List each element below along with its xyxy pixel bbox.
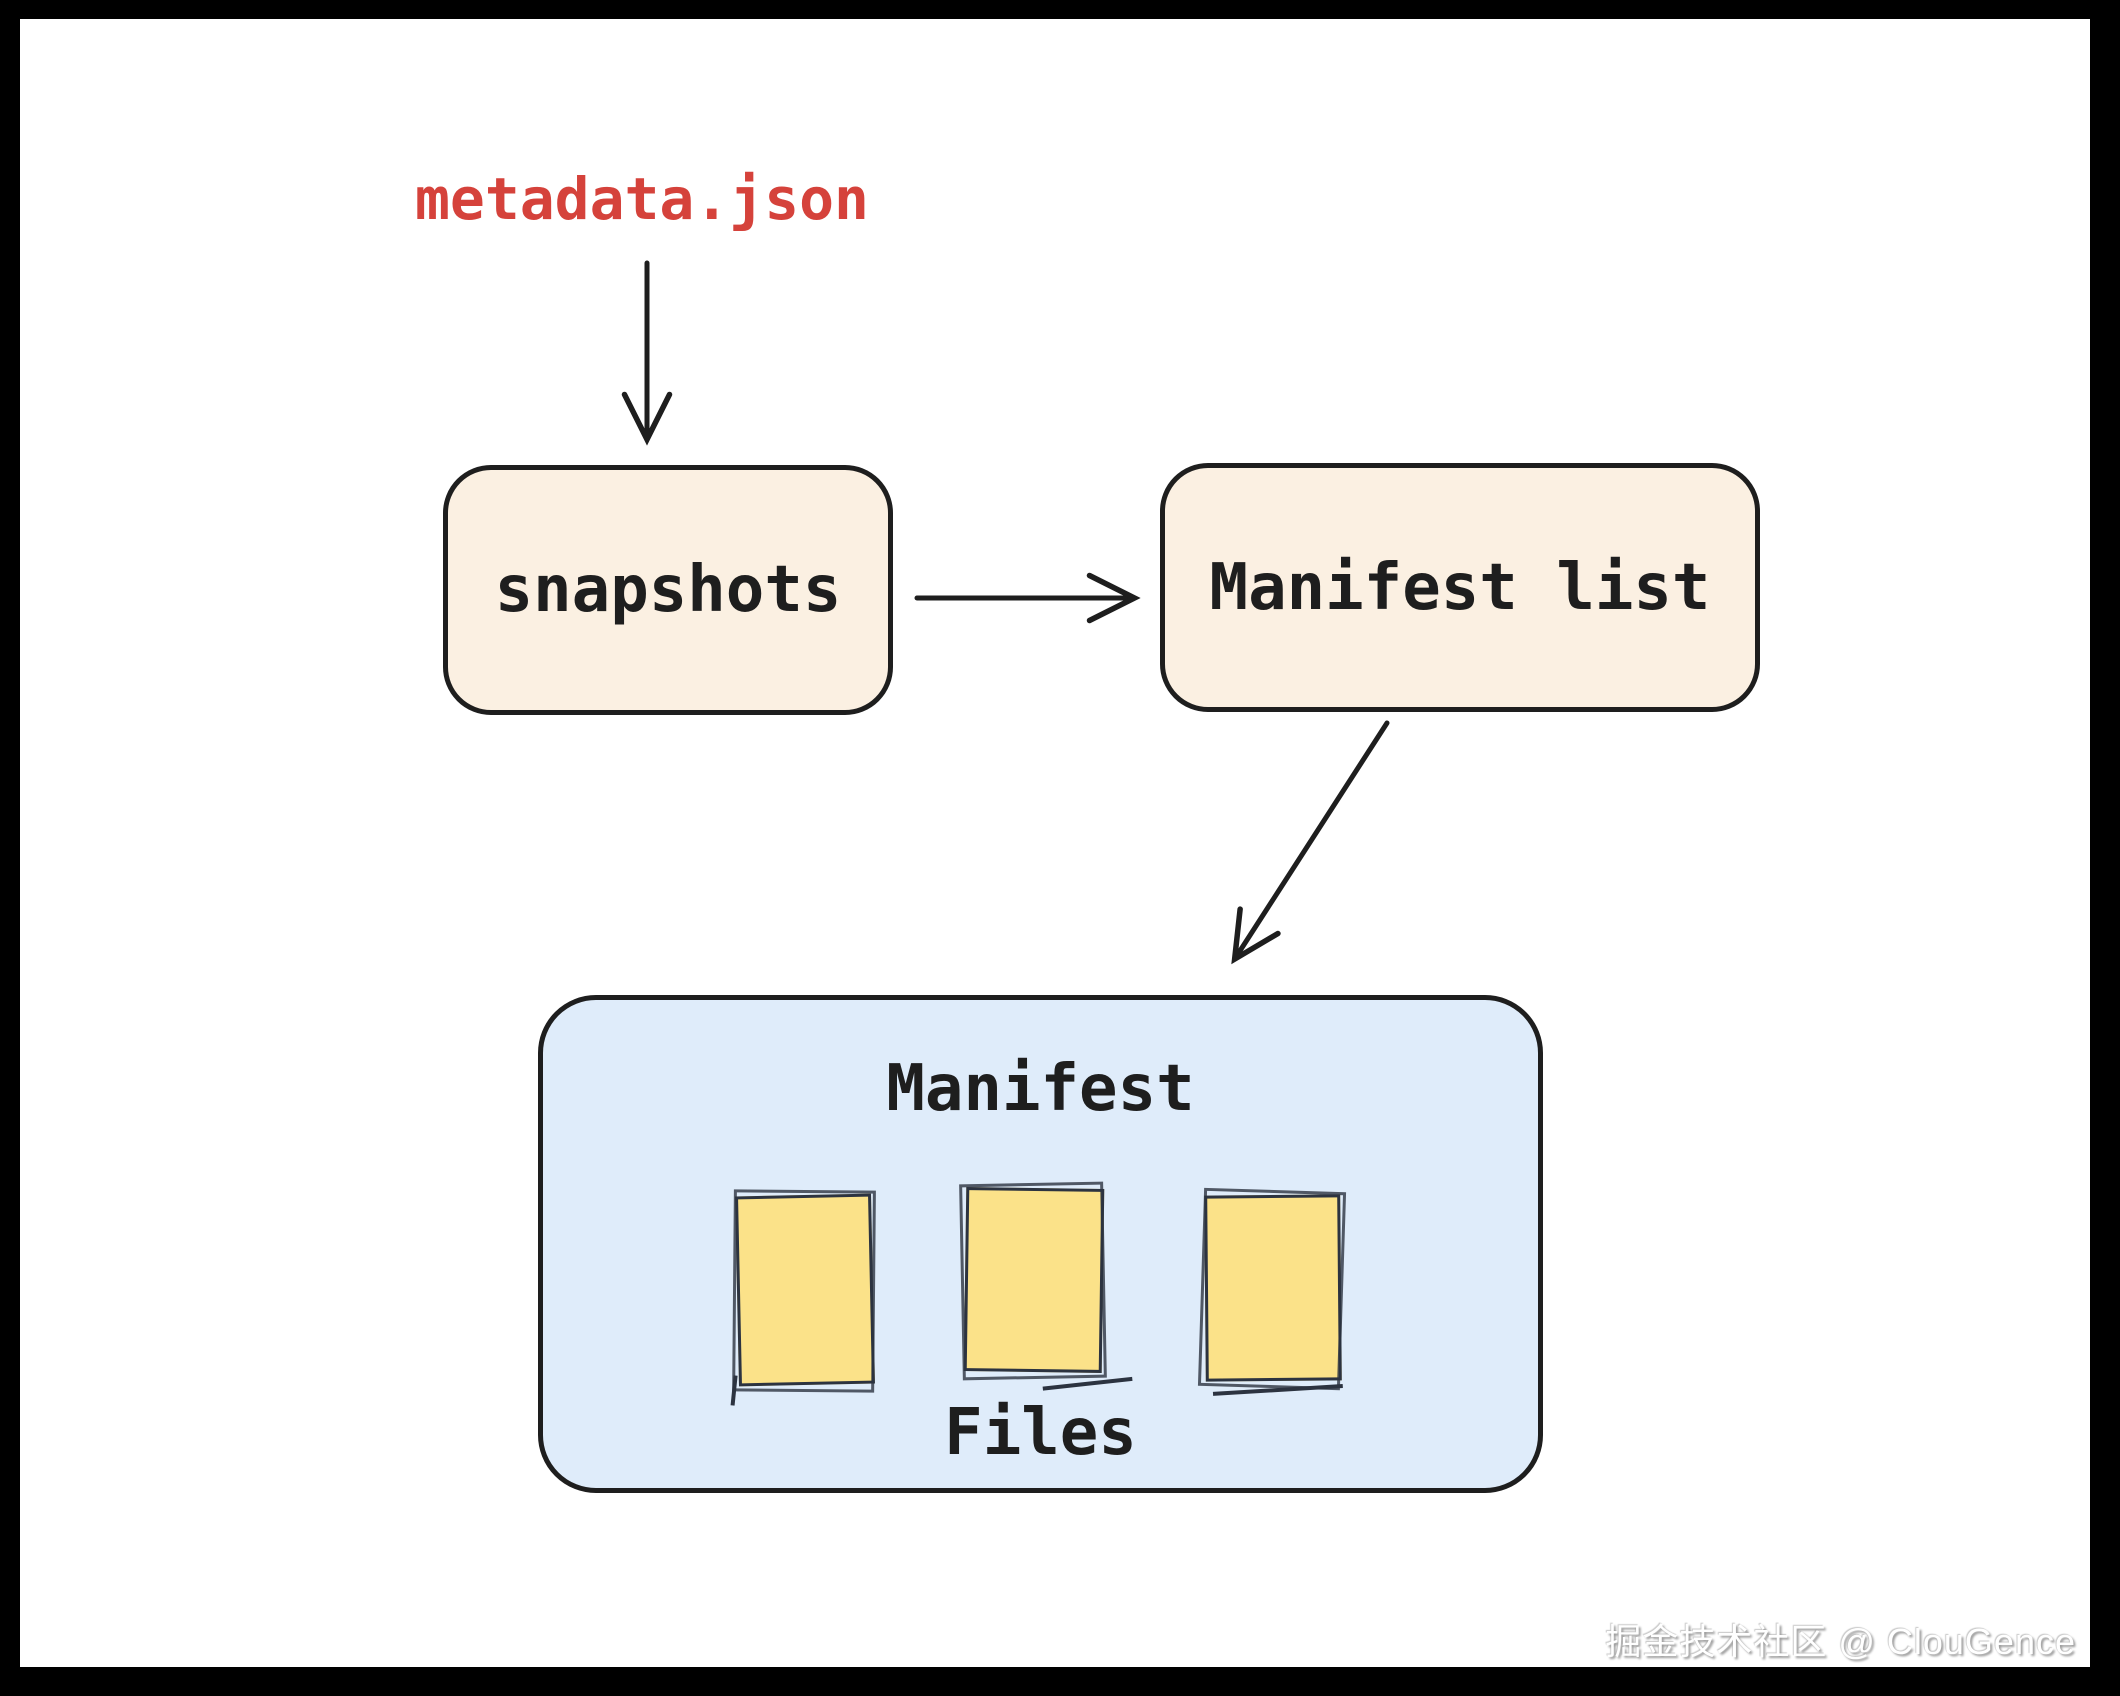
manifest-node: Manifest Files bbox=[538, 995, 1543, 1493]
metadata-json-label: metadata.json bbox=[415, 165, 869, 233]
diagram-canvas: metadata.json snapshots Manifest list Ma… bbox=[20, 19, 2090, 1667]
manifest-node-label: Manifest bbox=[886, 1052, 1195, 1126]
files-label: Files bbox=[944, 1396, 1137, 1470]
manifest-list-node-label: Manifest list bbox=[1209, 550, 1711, 625]
manifest-file-note-3 bbox=[1204, 1194, 1342, 1382]
manifest-list-node: Manifest list bbox=[1160, 463, 1760, 712]
snapshots-node: snapshots bbox=[443, 465, 893, 715]
arrow-manifest-list-to-manifest-icon bbox=[1231, 720, 1390, 965]
manifest-file-note-2 bbox=[963, 1187, 1105, 1373]
snapshots-node-label: snapshots bbox=[494, 553, 842, 627]
manifest-file-note-1 bbox=[735, 1193, 875, 1387]
watermark-text: 掘金技术社区 @ ClouGence bbox=[1605, 1621, 2076, 1662]
